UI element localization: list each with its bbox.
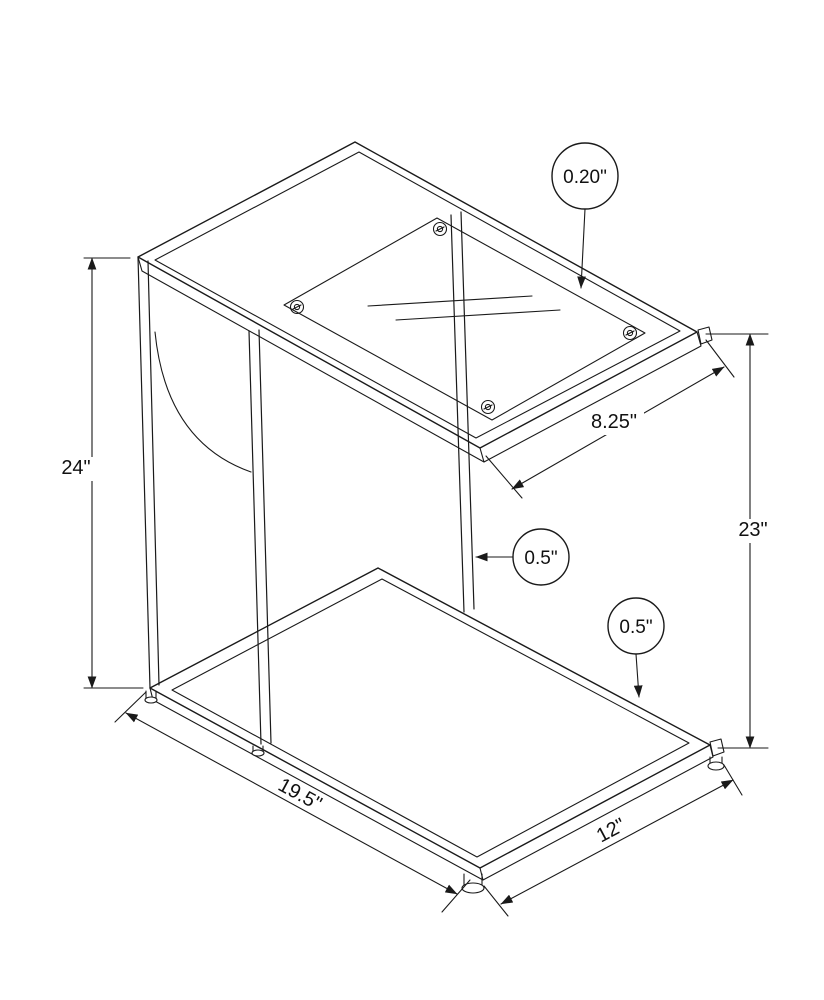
dim-label-glass-thickness: 0.20"	[563, 167, 607, 188]
glass-shine-line	[367, 295, 533, 307]
callout-frame-thickness: 0.5"	[607, 597, 665, 698]
dim-base-depth: 12"	[483, 764, 743, 917]
label-background	[731, 519, 775, 543]
dim-label-top-overhang: 8.25"	[591, 411, 637, 433]
dim-label-post-thickness: 0.5"	[524, 548, 557, 569]
extension-line	[114, 691, 147, 723]
foot-front	[461, 873, 485, 894]
support-post-left-edge	[450, 214, 465, 613]
screw-icon	[432, 221, 448, 237]
panel-right-bar-outer	[248, 330, 262, 745]
dim-base-length: 19.5"	[114, 691, 471, 913]
leader-line	[633, 653, 643, 698]
panel-right-bar-inner	[258, 329, 272, 744]
glass-outline	[283, 217, 646, 421]
dim-label-frame-thickness: 0.5"	[619, 617, 652, 638]
dimension-line	[125, 712, 458, 895]
dim-label-right-height: 23"	[738, 519, 767, 541]
corner-cap-base-right	[709, 738, 725, 757]
corner-cap-top-right	[697, 326, 713, 345]
support-post-right-edge	[460, 211, 475, 610]
dim-left-height: 24"	[54, 257, 144, 689]
screw-icon	[622, 325, 638, 341]
label-background	[584, 411, 644, 435]
dim-top-overhang: 8.25"	[485, 339, 735, 499]
leader-line	[577, 208, 586, 289]
label-background	[54, 457, 98, 481]
callout-glass-thickness: 0.20"	[551, 142, 619, 289]
screw-icon	[480, 399, 496, 415]
side-panel	[137, 256, 272, 745]
base-frame-inner-edge	[171, 578, 690, 858]
extension-line	[441, 879, 471, 913]
extension-line	[705, 339, 735, 378]
dimensions: 24" 23" 8.25" 0.20" 0.5"	[54, 142, 775, 917]
dim-label-left-height: 24"	[61, 457, 90, 479]
screw-icon	[289, 299, 305, 315]
dim-right-height: 23"	[705, 333, 775, 749]
magazine-sling	[154, 331, 252, 473]
table-drawing	[137, 141, 725, 894]
glass-shine-line	[395, 309, 561, 321]
base-frame-thickness	[149, 687, 714, 881]
extension-line	[483, 885, 509, 917]
support-post	[450, 211, 475, 613]
foot-right	[707, 756, 725, 771]
feet	[144, 690, 725, 894]
dim-label-base-depth: 12"	[593, 814, 629, 847]
extension-line	[485, 455, 523, 499]
panel-left-bar-outer	[137, 256, 151, 689]
callout-post-thickness: 0.5"	[475, 528, 570, 586]
panel-left-bar-inner	[147, 260, 160, 686]
glass-top	[283, 217, 646, 421]
dimension-line	[500, 779, 734, 905]
top-frame-inner-edge	[154, 151, 681, 439]
